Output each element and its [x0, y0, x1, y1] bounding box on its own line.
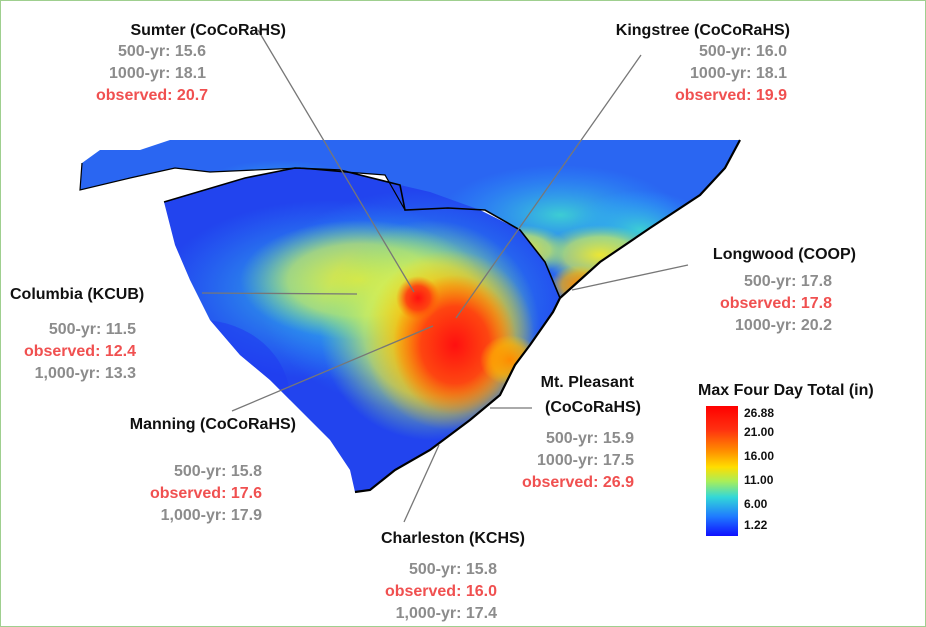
observed-value: observed: 19.9	[674, 87, 787, 104]
station-name: Sumter (CoCoRaHS)	[130, 22, 286, 39]
station-longwood: Longwood (COOP) 500-yr: 17.8 observed: 1…	[680, 244, 856, 337]
station-charleston: Charleston (KCHS) 500-yr: 15.8 observed:…	[350, 528, 525, 625]
return-500yr: 500-yr: 15.6	[117, 43, 206, 60]
station-network: (CoCoRaHS)	[545, 399, 641, 416]
return-1000yr: 1,000-yr: 17.9	[160, 507, 262, 524]
station-mt-pleasant: Mt. Pleasant (CoCoRaHS) 500-yr: 15.9 100…	[490, 372, 650, 494]
legend-tick: 16.00	[744, 449, 775, 463]
station-name: Longwood (COOP)	[712, 246, 856, 263]
station-name: Mt. Pleasant	[540, 374, 634, 391]
station-name: Manning (CoCoRaHS)	[129, 416, 296, 433]
return-500yr: 500-yr: 15.8	[408, 561, 497, 578]
return-1000yr: 1,000-yr: 13.3	[34, 365, 136, 382]
return-500yr: 500-yr: 16.0	[698, 43, 787, 60]
return-500yr: 500-yr: 11.5	[48, 321, 136, 338]
return-1000yr: 1,000-yr: 17.4	[395, 605, 497, 622]
observed-value: observed: 26.9	[521, 474, 634, 491]
station-manning: Manning (CoCoRaHS) 500-yr: 15.8 observed…	[96, 414, 296, 527]
return-1000yr: 1000-yr: 18.1	[690, 65, 787, 82]
nc-outline	[79, 162, 406, 211]
legend-tick: 1.22	[744, 518, 768, 532]
station-columbia: Columbia (KCUB) 500-yr: 11.5 observed: 1…	[10, 284, 180, 385]
station-name: Kingstree (CoCoRaHS)	[615, 22, 790, 39]
station-kingstree: Kingstree (CoCoRaHS) 500-yr: 16.0 1000-y…	[600, 20, 790, 107]
legend-tick: 21.00	[744, 425, 775, 439]
observed-value: observed: 16.0	[384, 583, 497, 600]
legend-tick: 26.88	[744, 406, 775, 420]
station-name: Charleston (KCHS)	[380, 530, 525, 547]
return-1000yr: 1000-yr: 17.5	[537, 452, 634, 469]
observed-value: observed: 17.6	[149, 485, 262, 502]
legend-tick: 6.00	[744, 497, 768, 511]
return-500yr: 500-yr: 17.8	[743, 273, 832, 290]
return-500yr: 500-yr: 15.9	[545, 430, 634, 447]
observed-value: observed: 20.7	[96, 87, 209, 104]
leader-lines	[201, 29, 689, 523]
color-legend: Max Four Day Total (in) 26.88 21.00 16.0…	[698, 382, 874, 536]
station-name: Columbia (KCUB)	[10, 286, 145, 303]
return-1000yr: 1000-yr: 20.2	[735, 317, 832, 334]
legend-title: Max Four Day Total (in)	[698, 382, 874, 399]
station-sumter: Sumter (CoCoRaHS) 500-yr: 15.6 1000-yr: …	[96, 20, 286, 107]
return-500yr: 500-yr: 15.8	[173, 463, 262, 480]
observed-value: observed: 17.8	[719, 295, 832, 312]
observed-value: observed: 12.4	[23, 343, 136, 360]
legend-tick: 11.00	[744, 473, 774, 487]
legend-colorbar	[706, 406, 738, 536]
coastline	[354, 139, 741, 494]
return-1000yr: 1000-yr: 18.1	[109, 65, 206, 82]
